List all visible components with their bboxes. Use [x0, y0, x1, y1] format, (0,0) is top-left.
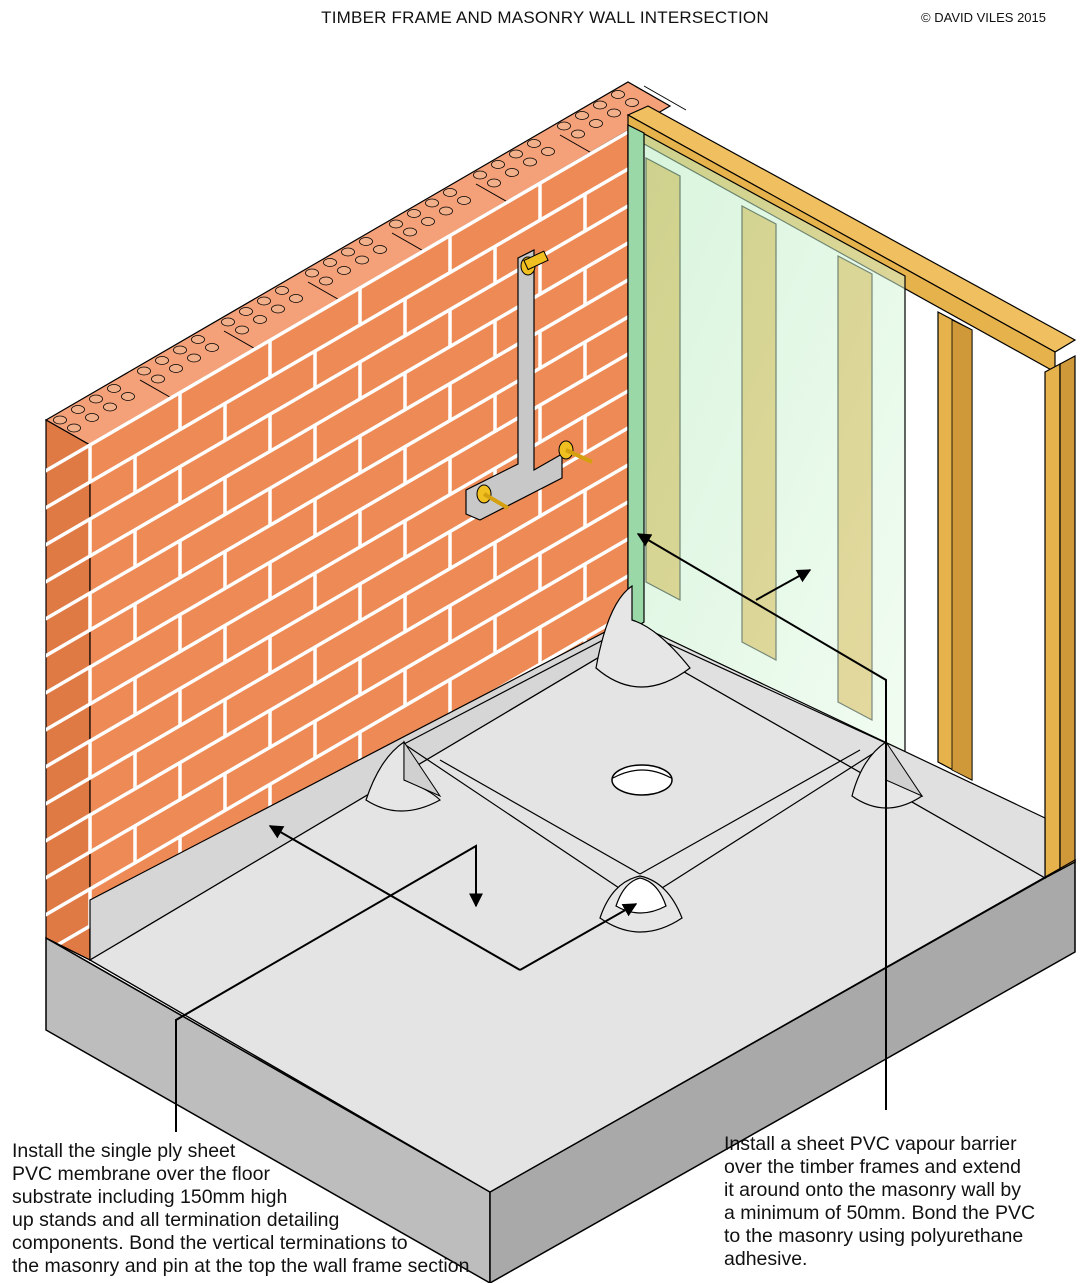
end-stud-side [1059, 355, 1076, 871]
arrow-icon [519, 903, 638, 971]
bracket-icon [465, 249, 593, 521]
end-stud-face [1044, 363, 1061, 879]
fixing-screw-icon [476, 484, 510, 510]
arrow-icon [755, 569, 812, 601]
brick-core-holes [53, 85, 687, 433]
arrow-icon [175, 844, 483, 1132]
fixing-screw-icon [558, 440, 593, 464]
tray-inner-edge-2 [639, 749, 861, 875]
bracket-plate [465, 249, 563, 521]
shower-tray-outline [403, 625, 890, 903]
arrow-icon [268, 825, 521, 971]
pvc-vapour-barrier [627, 123, 906, 772]
drain-outlet-icon [611, 764, 673, 796]
stud-4-side [951, 319, 973, 781]
corner-former-back [595, 584, 691, 688]
pvc-floor-membrane [45, 584, 1076, 1193]
corner-former-left-face [403, 740, 442, 798]
upstand-front-edge [45, 858, 1076, 1193]
arrow-icon [636, 533, 887, 1110]
vapour-barrier-instruction-note: Install a sheet PVC vapour barrier over … [724, 1133, 1036, 1270]
copyright-notice: © DAVID VILES 2015 [921, 10, 1046, 25]
annotations [175, 533, 887, 1132]
diagram-title: TIMBER FRAME AND MASONRY WALL INTERSECTI… [321, 8, 769, 27]
vapour-barrier-return-on-masonry [627, 124, 645, 634]
membrane-instruction-note: Install the single ply sheet PVC membran… [12, 1140, 470, 1277]
fixing-screw-icon [520, 250, 549, 276]
tray-inner-edge-1 [439, 759, 641, 875]
